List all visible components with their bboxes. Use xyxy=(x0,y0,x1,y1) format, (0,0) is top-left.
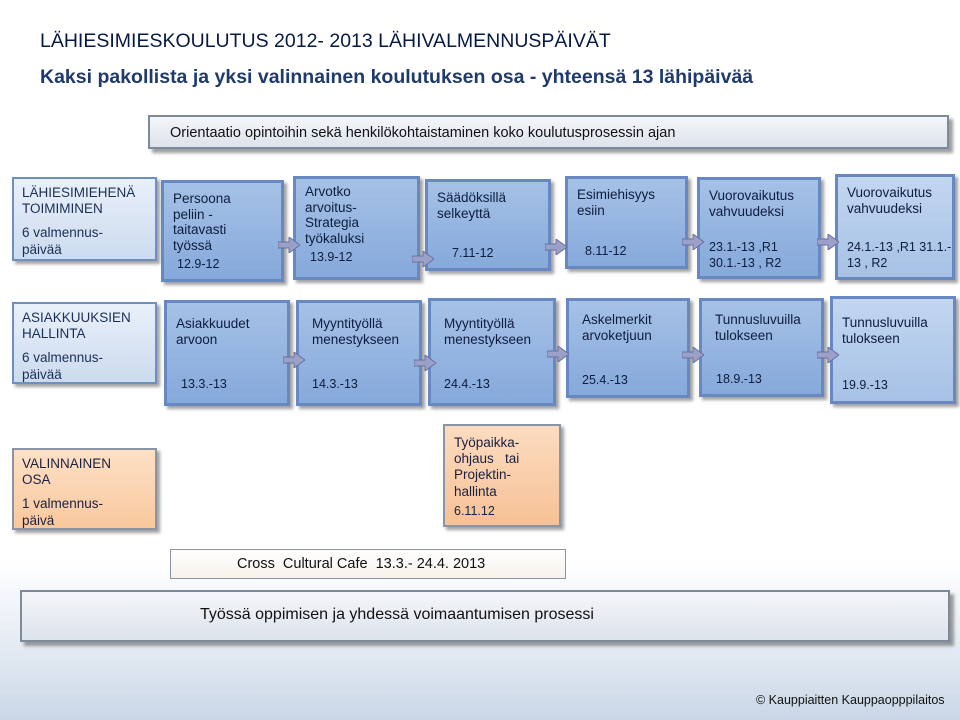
module-box-tunnusluvuilla-2: Tunnusluvuilla tulokseen 19.9.-13 xyxy=(830,296,956,404)
module-box-saadoksilla: Säädöksillä selkeyttä 7.11-12 xyxy=(425,179,551,271)
module-date: 13 , R2 xyxy=(847,255,888,270)
section-name-line: LÄHIESIMIEHENÄ xyxy=(22,185,136,200)
module-box-asiakkuudet: Asiakkuudet arvoon 13.3.-13 xyxy=(164,300,290,406)
module-box-vuorovaikutus-1: Vuorovaikutus vahvuudeksi 23.1.-13 ,R1 3… xyxy=(697,177,821,279)
module-date: 7.11-12 xyxy=(452,245,494,260)
module-label-line: Vuorovaikutus xyxy=(709,188,795,203)
module-label-line: työkaluksi xyxy=(305,230,365,246)
section-label-customer: ASIAKKUUKSIEN HALLINTA 6 valmennus- päiv… xyxy=(12,302,157,384)
module-label-line: Arvotko xyxy=(305,184,351,199)
arrow-right-icon xyxy=(278,237,300,253)
section-days-line: 1 valmennus- xyxy=(22,496,104,512)
module-label-line: Asiakkuudet xyxy=(176,316,250,331)
section-name-line: VALINNAINEN xyxy=(22,456,112,471)
module-box-persoona: Persoona peliin - taitavasti työssä 12.9… xyxy=(161,180,284,282)
module-date: 24.1.-13 ,R1 31.1.- xyxy=(847,239,952,254)
arrow-right-icon xyxy=(817,234,839,250)
module-label-line: arvoketjuun xyxy=(582,327,652,343)
arrow-right-icon xyxy=(682,347,704,363)
section-days-line: 6 valmennus- xyxy=(22,225,104,241)
section-days-line: 6 valmennus- xyxy=(22,350,104,366)
arrow-right-icon xyxy=(412,251,434,267)
module-date: 18.9.-13 xyxy=(716,371,762,386)
section-label-leadership: LÄHIESIMIEHENÄ TOIMIMINEN 6 valmennus- p… xyxy=(12,177,157,261)
module-label-line: selkeyttä xyxy=(437,205,491,221)
arrow-right-icon xyxy=(414,355,436,371)
cross-cultural-cafe-banner: Cross Cultural Cafe 13.3.- 24.4. 2013 xyxy=(170,549,566,579)
module-box-tunnusluvuilla-1: Tunnusluvuilla tulokseen 18.9.-13 xyxy=(699,298,824,397)
module-label-line: Projektin- xyxy=(454,467,512,483)
arrow-right-icon xyxy=(547,346,569,362)
module-date: 13.3.-13 xyxy=(181,376,227,391)
module-label-line: hallinta xyxy=(454,483,497,499)
arrow-right-icon xyxy=(545,239,567,255)
module-date: 8.11-12 xyxy=(585,243,627,258)
module-label-line: taitavasti xyxy=(173,222,227,238)
process-banner: Työssä oppimisen ja yhdessä voimaantumis… xyxy=(20,590,950,642)
module-label-line: Vuorovaikutus xyxy=(847,185,933,200)
module-box-askelmerkit: Askelmerkit arvoketjuun 25.4.-13 xyxy=(566,298,690,398)
module-label-line: tulokseen xyxy=(715,327,773,343)
module-box-vuorovaikutus-2: Vuorovaikutus vahvuudeksi 24.1.-13 ,R1 3… xyxy=(835,174,955,280)
module-label-line: vahvuudeksi xyxy=(709,203,785,219)
module-label-line: Säädöksillä xyxy=(437,190,507,205)
module-label-line: Askelmerkit xyxy=(582,312,652,327)
module-label-line: Strategia xyxy=(305,215,360,231)
module-date: 6.11.12 xyxy=(454,504,495,518)
section-days-line: päivää xyxy=(22,241,62,257)
section-name-line: OSA xyxy=(22,472,51,488)
module-label-line: menestykseen xyxy=(444,331,532,347)
section-name-line: HALLINTA xyxy=(22,326,86,342)
module-date: 14.3.-13 xyxy=(312,376,358,391)
arrow-right-icon xyxy=(682,234,704,250)
module-label-line: arvoitus- xyxy=(305,199,357,215)
section-label-elective: VALINNAINEN OSA 1 valmennus- päivä xyxy=(12,448,157,530)
module-box-esimiehisyys: Esimiehisyys esiin 8.11-12 xyxy=(565,176,688,269)
module-label-line: Persoona xyxy=(173,191,231,206)
module-label-line: Tunnusluvuilla xyxy=(842,315,928,330)
module-label-line: Esimiehisyys xyxy=(577,187,656,202)
module-date: 23.1.-13 ,R1 xyxy=(709,239,778,254)
section-days-line: päivää xyxy=(22,366,62,382)
page-title: LÄHIESIMIESKOULUTUS 2012- 2013 LÄHIVALME… xyxy=(40,30,611,52)
module-date: 24.4.-13 xyxy=(444,376,490,391)
module-label-line: menestykseen xyxy=(312,331,400,347)
copyright-text: © Kauppiaitten Kauppaopppilaitos xyxy=(756,693,945,707)
module-label-line: tulokseen xyxy=(842,330,900,346)
module-label-line: esiin xyxy=(577,202,605,218)
module-label-line: Tunnusluvuilla xyxy=(715,312,801,327)
orientation-banner: Orientaatio opintoihin sekä henkilökohta… xyxy=(148,115,949,149)
module-label-line: Myyntityöllä xyxy=(312,316,383,331)
arrow-right-icon xyxy=(817,347,839,363)
module-date: 30.1.-13 , R2 xyxy=(709,255,782,270)
module-label-line: arvoon xyxy=(176,331,218,347)
page-subtitle: Kaksi pakollista ja yksi valinnainen kou… xyxy=(40,66,754,88)
module-box-myyntityolla-2: Myyntityöllä menestykseen 24.4.-13 xyxy=(428,298,556,406)
module-box-tyopaikkaohjaus: Työpaikka- ohjaus tai Projektin- hallint… xyxy=(443,424,561,527)
section-days-line: päivä xyxy=(22,512,55,528)
module-label-line: vahvuudeksi xyxy=(847,200,923,216)
module-label-line: peliin - xyxy=(173,206,213,222)
section-name-line: ASIAKKUUKSIEN xyxy=(22,310,131,325)
module-label-line: Työpaikka- xyxy=(454,435,520,450)
module-label-line: Myyntityöllä xyxy=(444,316,515,331)
module-box-arvotko: Arvotko arvoitus- Strategia työkaluksi 1… xyxy=(293,176,420,280)
module-date: 19.9.-13 xyxy=(842,377,888,392)
module-date: 25.4.-13 xyxy=(582,372,628,387)
module-label-line: ohjaus tai xyxy=(454,451,520,467)
module-date: 13.9-12 xyxy=(310,249,353,264)
module-box-myyntityolla-1: Myyntityöllä menestykseen 14.3.-13 xyxy=(296,300,422,406)
arrow-right-icon xyxy=(283,352,305,368)
module-date: 12.9-12 xyxy=(177,256,220,271)
section-name-line: TOIMIMINEN xyxy=(22,201,103,217)
module-label-line: työssä xyxy=(173,237,213,253)
